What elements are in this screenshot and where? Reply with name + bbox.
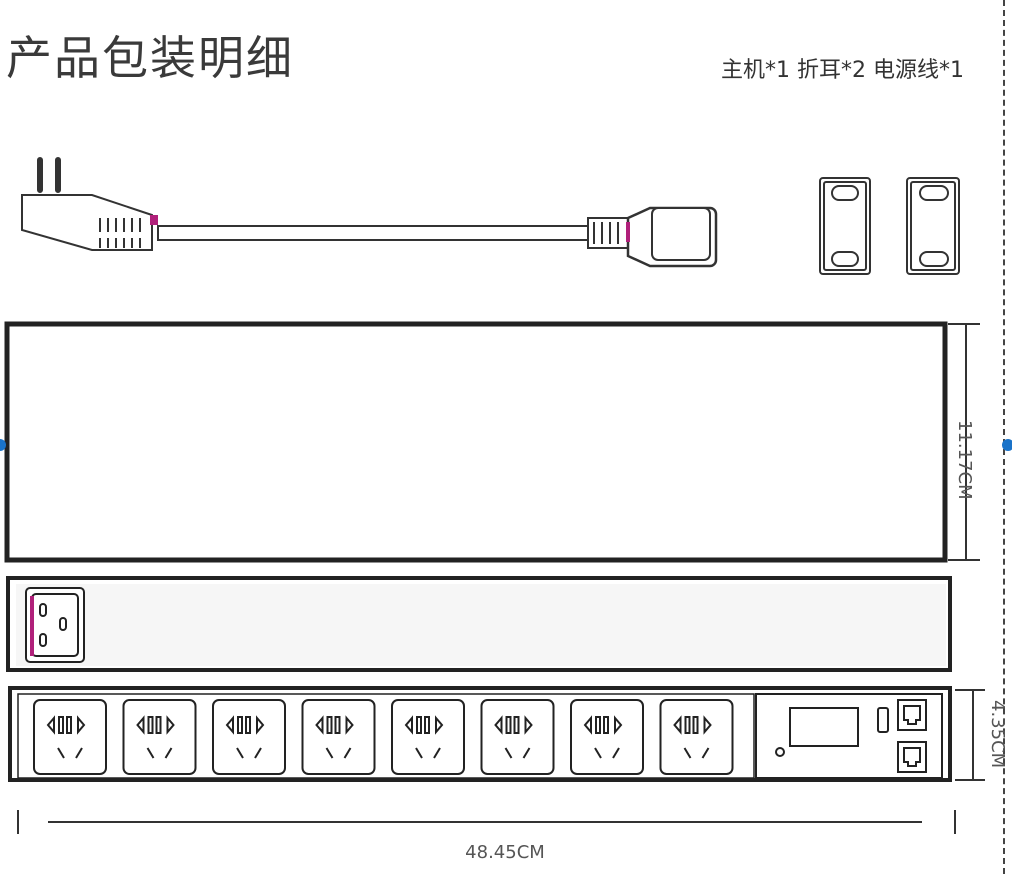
depth-label: 11.17CM xyxy=(954,420,975,500)
display-window xyxy=(789,707,859,747)
page-title: 产品包装明细 xyxy=(6,31,294,85)
pdu-rear-view xyxy=(6,576,952,672)
outlet-6 xyxy=(480,699,555,775)
depth-dimension-line xyxy=(948,323,980,561)
height-dimension-line xyxy=(955,689,985,781)
power-cord-illustration xyxy=(21,157,718,268)
resize-handle-left[interactable] xyxy=(0,439,6,451)
outlet-group xyxy=(33,699,734,775)
mounting-ear-right xyxy=(906,177,960,275)
height-label: 4.35CM xyxy=(987,700,1008,769)
outlet-2 xyxy=(122,699,197,775)
usb-port xyxy=(877,707,889,733)
iec-inlet xyxy=(25,587,85,663)
package-contents: 主机*1 折耳*2 电源线*1 xyxy=(721,58,964,83)
outlet-8 xyxy=(659,699,734,775)
reset-hole xyxy=(775,747,785,757)
width-label: 48.45CM xyxy=(465,842,545,863)
outlet-3 xyxy=(212,699,286,775)
resize-handle-right[interactable] xyxy=(1002,439,1012,451)
outlet-5 xyxy=(391,699,465,775)
control-panel xyxy=(755,693,943,779)
mounting-ear-left xyxy=(819,177,871,275)
page-edge-guide xyxy=(1003,0,1005,874)
pdu-top-view xyxy=(4,321,948,563)
width-dimension-line xyxy=(17,810,956,834)
outlet-1 xyxy=(33,699,107,775)
outlet-7 xyxy=(570,699,644,775)
outlet-4 xyxy=(301,699,376,775)
